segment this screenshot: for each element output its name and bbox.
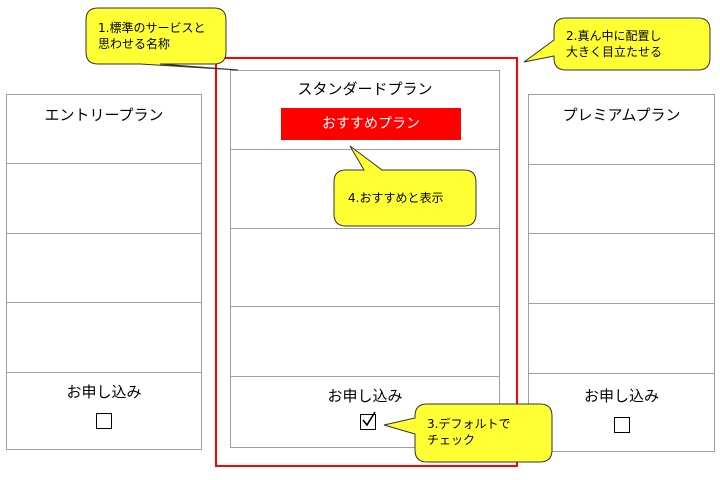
row-divider — [7, 302, 201, 303]
standard-highlight-frame — [215, 57, 518, 467]
row-divider — [529, 303, 714, 304]
callout-bubble-1 — [85, 7, 239, 71]
plan-title-premium: プレミアムプラン — [562, 106, 681, 124]
row-divider — [231, 149, 499, 150]
callout-text-2: 2.真ん中に配置し 大きく目立たせる — [566, 29, 663, 59]
row-divider — [7, 233, 201, 234]
recommend-badge: おすすめプラン — [281, 108, 461, 140]
callout-bubble-2 — [523, 17, 711, 71]
apply-label-entry: お申し込み — [66, 383, 142, 401]
plan-title-entry: エントリープラン — [44, 106, 164, 124]
apply-label-premium: お申し込み — [583, 387, 659, 405]
row-divider — [529, 373, 714, 374]
row-divider — [231, 376, 499, 377]
callout-bubble-3 — [383, 403, 553, 463]
check-mark-icon — [362, 411, 376, 427]
row-divider — [231, 228, 499, 229]
apply-checkbox-entry[interactable] — [96, 413, 112, 429]
callout-text-3: 3.デフォルトで チェック — [427, 417, 511, 447]
row-divider — [231, 306, 499, 307]
apply-checkbox-standard[interactable] — [360, 411, 376, 430]
plan-column-entry: エントリープラン お申し込み — [6, 94, 202, 450]
row-divider — [7, 163, 201, 164]
apply-label-standard: お申し込み — [327, 387, 403, 405]
row-divider — [529, 233, 714, 234]
row-divider — [529, 164, 714, 165]
plan-column-premium: プレミアムプラン お申し込み — [528, 94, 715, 452]
plan-title-standard: スタンダードプラン — [297, 80, 433, 98]
row-divider — [7, 372, 201, 373]
callout-text-1: 1.標準のサービスと 思わせる名称 — [98, 21, 206, 51]
callout-bubble-4 — [333, 145, 477, 227]
apply-checkbox-premium[interactable] — [614, 417, 630, 433]
callout-text-4: 4.おすすめと表示 — [348, 191, 444, 205]
plan-column-standard: スタンダードプラン おすすめプラン お申し込み — [230, 70, 500, 448]
